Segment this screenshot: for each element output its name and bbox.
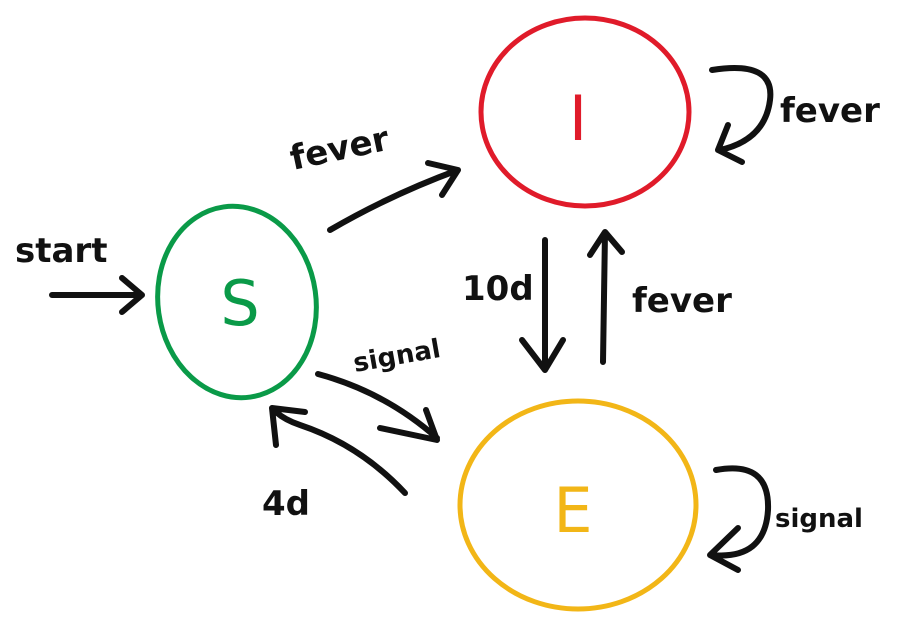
node-s-label: S bbox=[220, 267, 259, 340]
edge-s-to-e: signal bbox=[315, 334, 443, 443]
edge-i-to-e: 10d bbox=[462, 237, 566, 373]
edge-label-i-self: fever bbox=[780, 91, 880, 131]
e-to-i-arrow bbox=[587, 229, 625, 365]
edge-e-to-s: 4d bbox=[262, 405, 408, 524]
edge-label-start: start bbox=[15, 231, 107, 271]
node-e: E bbox=[457, 398, 699, 612]
node-s: S bbox=[155, 203, 319, 401]
node-i: I bbox=[478, 15, 692, 209]
edge-s-to-i: fever bbox=[287, 119, 461, 233]
edge-label-e-to-s: 4d bbox=[262, 484, 310, 524]
edge-i-self: fever bbox=[709, 65, 880, 165]
edge-label-e-to-i: fever bbox=[632, 281, 732, 321]
start-arrow bbox=[49, 275, 145, 315]
node-s-circle bbox=[155, 203, 319, 401]
e-self-loop-arrow bbox=[707, 465, 772, 573]
i-to-e-arrow bbox=[519, 237, 566, 373]
edge-e-self: signal bbox=[707, 465, 863, 573]
e-to-s-arrow bbox=[269, 405, 408, 496]
node-e-circle bbox=[457, 398, 699, 612]
edge-e-to-i: fever bbox=[587, 229, 732, 365]
edge-label-s-to-e: signal bbox=[351, 334, 443, 379]
s-to-i-arrow bbox=[327, 160, 461, 233]
node-i-label: I bbox=[569, 82, 587, 155]
edge-label-i-to-e: 10d bbox=[462, 269, 534, 309]
node-e-label: E bbox=[553, 474, 592, 547]
node-i-circle bbox=[478, 15, 692, 209]
edge-start: start bbox=[15, 231, 145, 315]
edge-label-e-self: signal bbox=[775, 504, 863, 534]
i-self-loop-arrow bbox=[709, 65, 774, 165]
edge-label-s-to-i: fever bbox=[287, 119, 393, 179]
s-to-e-arrow bbox=[315, 371, 440, 443]
